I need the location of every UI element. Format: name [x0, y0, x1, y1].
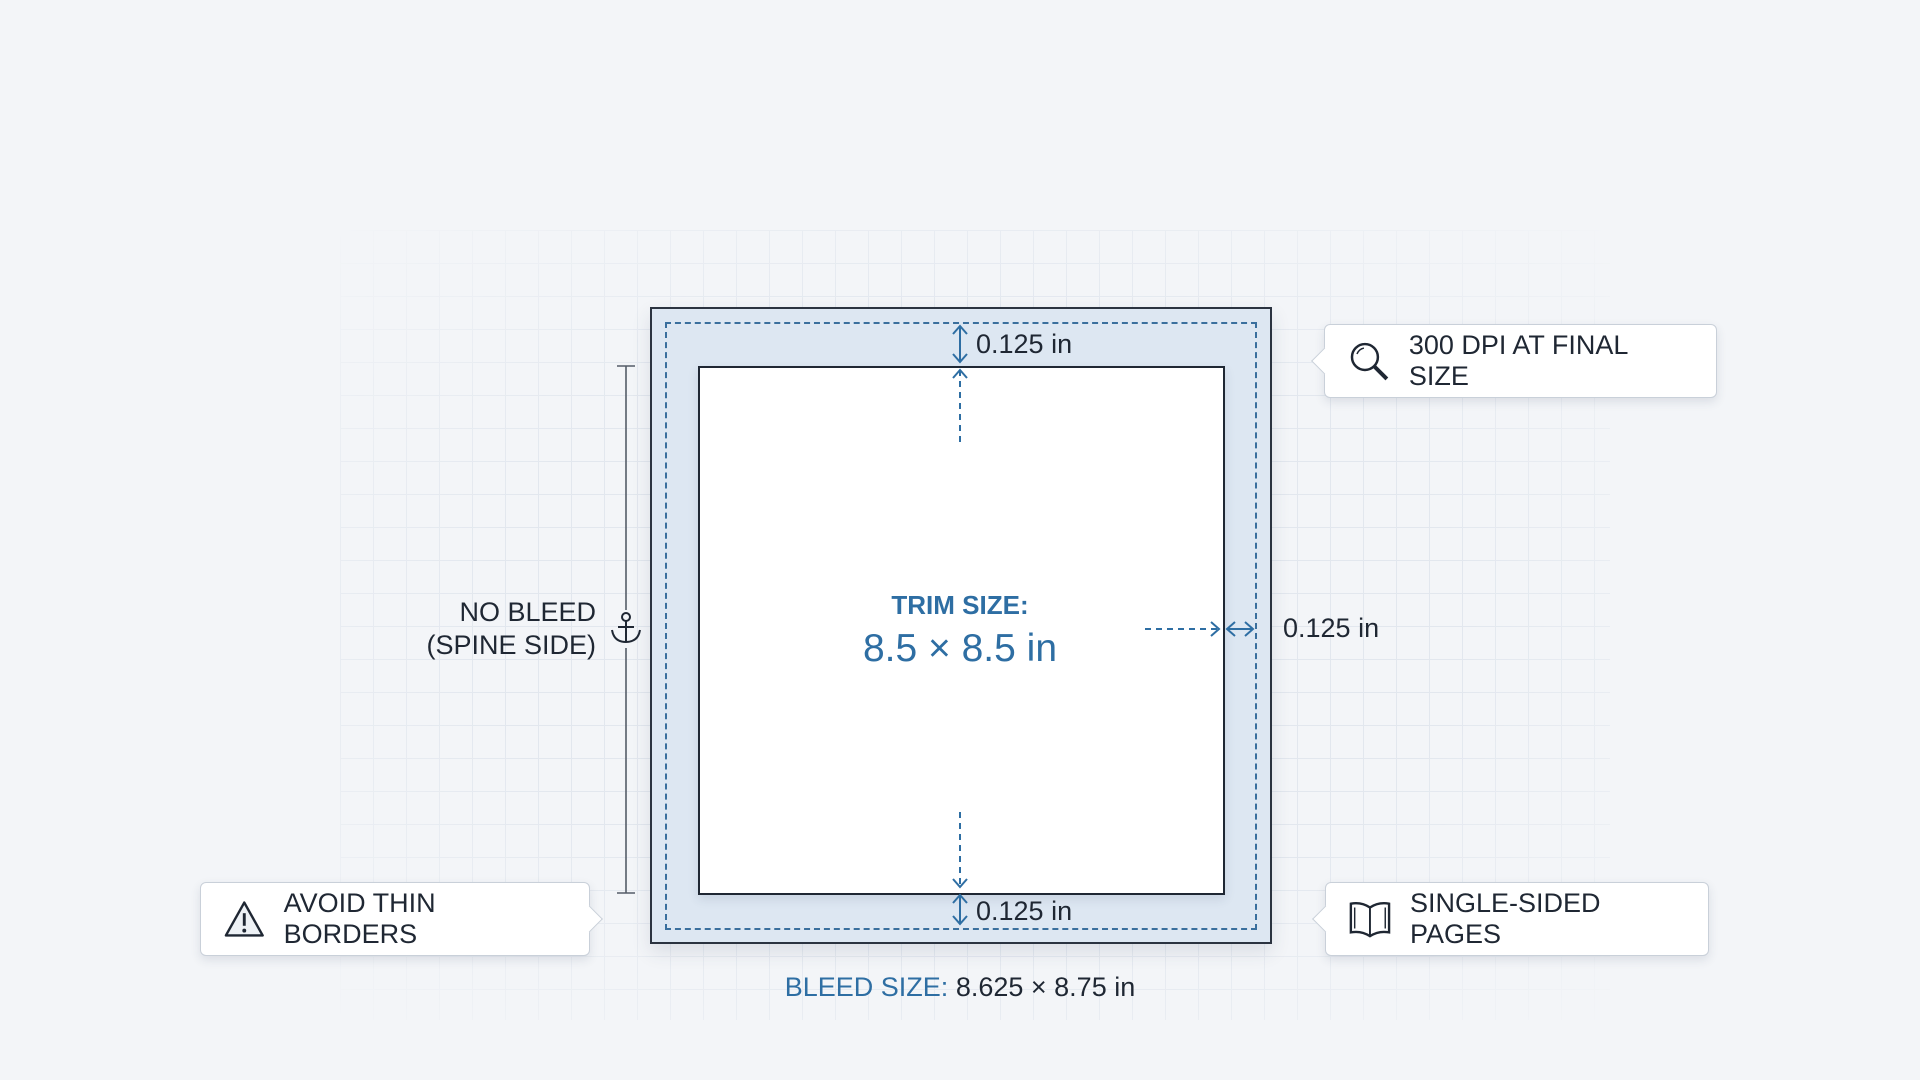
- callout-pages: SINGLE-SIDED PAGES: [1312, 882, 1709, 956]
- bleed-size: BLEED SIZE: 8.625 × 8.75 in: [660, 972, 1260, 1003]
- no-bleed-line1: NO BLEED: [459, 597, 596, 627]
- trim-area: [698, 366, 1225, 895]
- no-bleed-line2: (SPINE SIDE): [426, 630, 596, 660]
- anchor-icon: [611, 612, 641, 644]
- callout-pages-label: SINGLE-SIDED PAGES: [1409, 888, 1601, 949]
- trim-size-value: 8.5 × 8.5 in: [862, 627, 1058, 670]
- bleed-size-label: BLEED SIZE:: [784, 972, 949, 1002]
- top-margin-label: 0.125 in: [976, 329, 1073, 359]
- callout-borders: AVOID THIN BORDERS: [200, 882, 603, 956]
- callout-borders-label: AVOID THIN BORDERS: [283, 888, 436, 949]
- callout-dpi-label: 300 DPI AT FINAL SIZE: [1408, 330, 1628, 391]
- magnifier-icon: [1350, 342, 1389, 381]
- trim-size-label: TRIM SIZE:: [891, 590, 1029, 620]
- trim-size: TRIM SIZE: 8.5 × 8.5 in: [760, 590, 1160, 671]
- bleed-size-value: 8.625 × 8.75 in: [955, 972, 1136, 1002]
- bottom-margin-label: 0.125 in: [976, 896, 1073, 926]
- callout-dpi: 300 DPI AT FINAL SIZE: [1311, 324, 1717, 398]
- right-margin-label: 0.125 in: [1283, 613, 1380, 643]
- no-bleed-label: NO BLEED (SPINE SIDE): [426, 596, 596, 662]
- warning-icon: [224, 901, 264, 937]
- safe-line: [665, 322, 1257, 930]
- open-book-icon: [1349, 902, 1391, 938]
